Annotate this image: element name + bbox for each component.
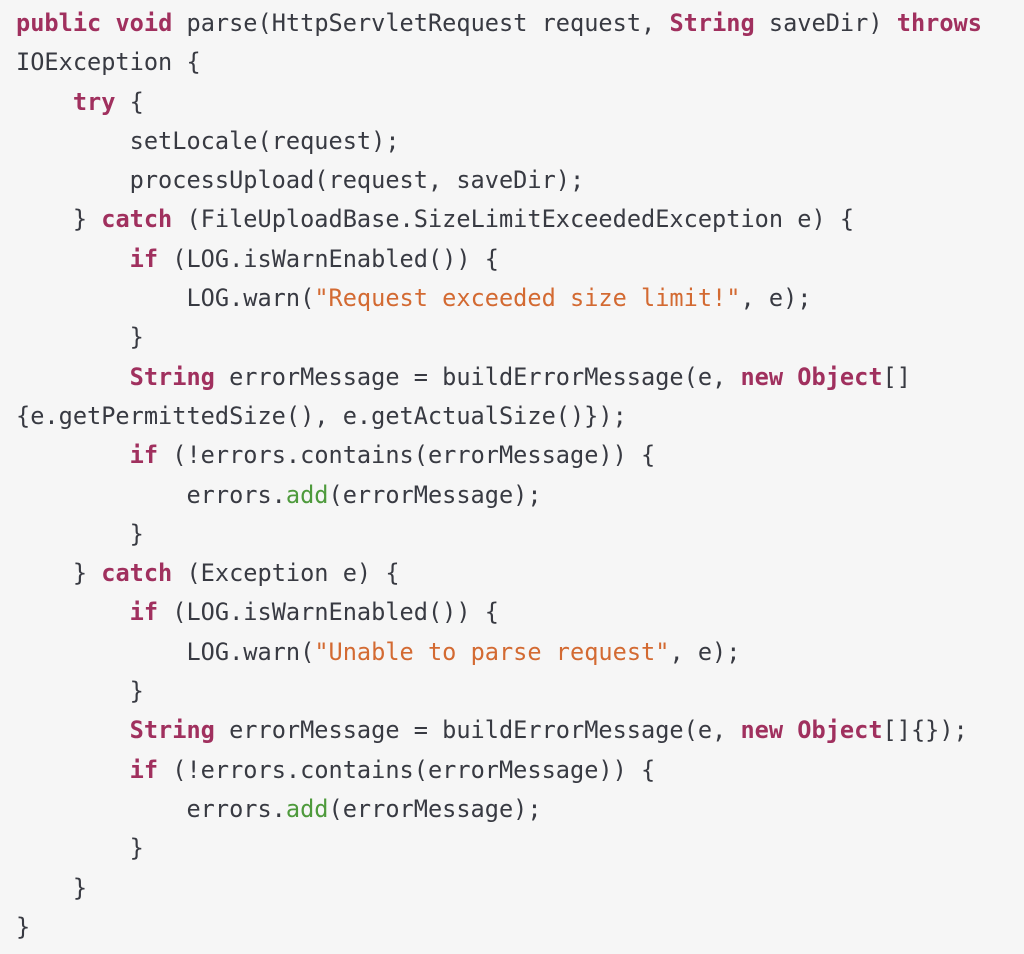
code-text: LOG.warn( [16, 637, 315, 666]
code-text: errors. [16, 480, 286, 509]
code-text [16, 245, 130, 273]
code-keyword: new [740, 362, 784, 391]
code-method: add [285, 480, 329, 509]
code-text: IOException { [16, 48, 201, 77]
code-text [101, 9, 115, 37]
code-text: processUpload(request, saveDir); [16, 166, 585, 195]
code-keyword: if [129, 755, 159, 784]
code-line: if (!errors.contains(errorMessage)) { [16, 751, 1024, 790]
code-text [783, 716, 797, 744]
code-line: } [16, 318, 1024, 357]
code-line: IOException { [16, 43, 1024, 82]
code-text [16, 88, 73, 116]
code-text: errorMessage = buildErrorMessage(e, [214, 716, 741, 745]
code-keyword: if [129, 441, 159, 470]
code-line: } [16, 515, 1024, 554]
code-line: if (LOG.isWarnEnabled()) { [16, 593, 1024, 632]
code-text: } [16, 873, 88, 902]
code-keyword: String [129, 362, 215, 391]
code-keyword: String [129, 716, 215, 745]
code-keyword: if [129, 598, 159, 627]
code-line: String errorMessage = buildErrorMessage(… [16, 711, 1024, 750]
code-line: public void parse(HttpServletRequest req… [16, 4, 1024, 43]
code-text: (FileUploadBase.SizeLimitExceededExcepti… [172, 205, 855, 234]
code-text: } [16, 559, 102, 588]
code-text: (!errors.contains(errorMessage)) { [158, 755, 656, 784]
code-line: } [16, 869, 1024, 908]
code-keyword: String [669, 9, 755, 37]
code-keyword: catch [101, 205, 173, 234]
code-text: , e); [740, 284, 812, 313]
code-line: } catch (FileUploadBase.SizeLimitExceede… [16, 200, 1024, 239]
code-line: if (LOG.isWarnEnabled()) { [16, 240, 1024, 279]
code-text: saveDir) [754, 9, 897, 37]
code-text: [] [882, 362, 911, 391]
code-text: errorMessage = buildErrorMessage(e, [214, 362, 741, 391]
code-text: (LOG.isWarnEnabled()) { [158, 598, 499, 627]
code-line: } [16, 672, 1024, 711]
code-keyword: new [740, 716, 784, 745]
code-keyword: if [129, 244, 159, 273]
code-line: String errorMessage = buildErrorMessage(… [16, 358, 1024, 397]
code-text: } [16, 834, 144, 863]
code-string: "Request exceeded size limit!" [314, 284, 741, 313]
code-line: } catch (Exception e) { [16, 554, 1024, 593]
code-text: { [115, 87, 144, 116]
code-text: (!errors.contains(errorMessage)) { [158, 441, 656, 470]
code-keyword: try [72, 87, 116, 116]
code-text [16, 441, 130, 469]
code-keyword: Object [797, 362, 883, 391]
code-line: } [16, 908, 1024, 947]
code-text: setLocale(request); [16, 126, 400, 155]
code-keyword: void [115, 9, 173, 37]
code-line: errors.add(errorMessage); [16, 790, 1024, 829]
code-text [16, 598, 130, 626]
code-line: if (!errors.contains(errorMessage)) { [16, 436, 1024, 475]
code-line: errors.add(errorMessage); [16, 476, 1024, 515]
code-line: } [16, 829, 1024, 868]
code-text [16, 756, 130, 784]
code-line: LOG.warn("Request exceeded size limit!",… [16, 279, 1024, 318]
code-text: } [16, 205, 102, 234]
code-text: } [16, 519, 144, 548]
code-line: processUpload(request, saveDir); [16, 161, 1024, 200]
code-text: {e.getPermittedSize(), e.getActualSize()… [16, 401, 627, 430]
code-keyword: public [16, 9, 102, 37]
code-text: LOG.warn( [16, 284, 315, 313]
code-method: add [285, 794, 329, 823]
code-text: } [16, 323, 144, 352]
code-keyword: Object [797, 716, 883, 745]
code-text: } [16, 912, 31, 941]
code-keyword: catch [101, 559, 173, 588]
code-text [16, 363, 130, 391]
code-line: setLocale(request); [16, 122, 1024, 161]
code-text: } [16, 677, 144, 706]
code-text: []{}); [882, 716, 968, 745]
code-text: (Exception e) { [172, 559, 400, 588]
code-string: "Unable to parse request" [314, 637, 670, 666]
code-keyword: throws [896, 9, 982, 37]
code-text: (errorMessage); [328, 794, 542, 823]
code-text: (errorMessage); [328, 480, 542, 509]
code-line: LOG.warn("Unable to parse request", e); [16, 633, 1024, 672]
code-line: {e.getPermittedSize(), e.getActualSize()… [16, 397, 1024, 436]
code-text: (LOG.isWarnEnabled()) { [158, 244, 499, 273]
code-line: try { [16, 83, 1024, 122]
code-text: errors. [16, 794, 286, 823]
code-text: , e); [669, 637, 741, 666]
code-text: parse(HttpServletRequest request, [172, 9, 670, 37]
code-text [16, 716, 130, 744]
code-text [783, 363, 797, 391]
